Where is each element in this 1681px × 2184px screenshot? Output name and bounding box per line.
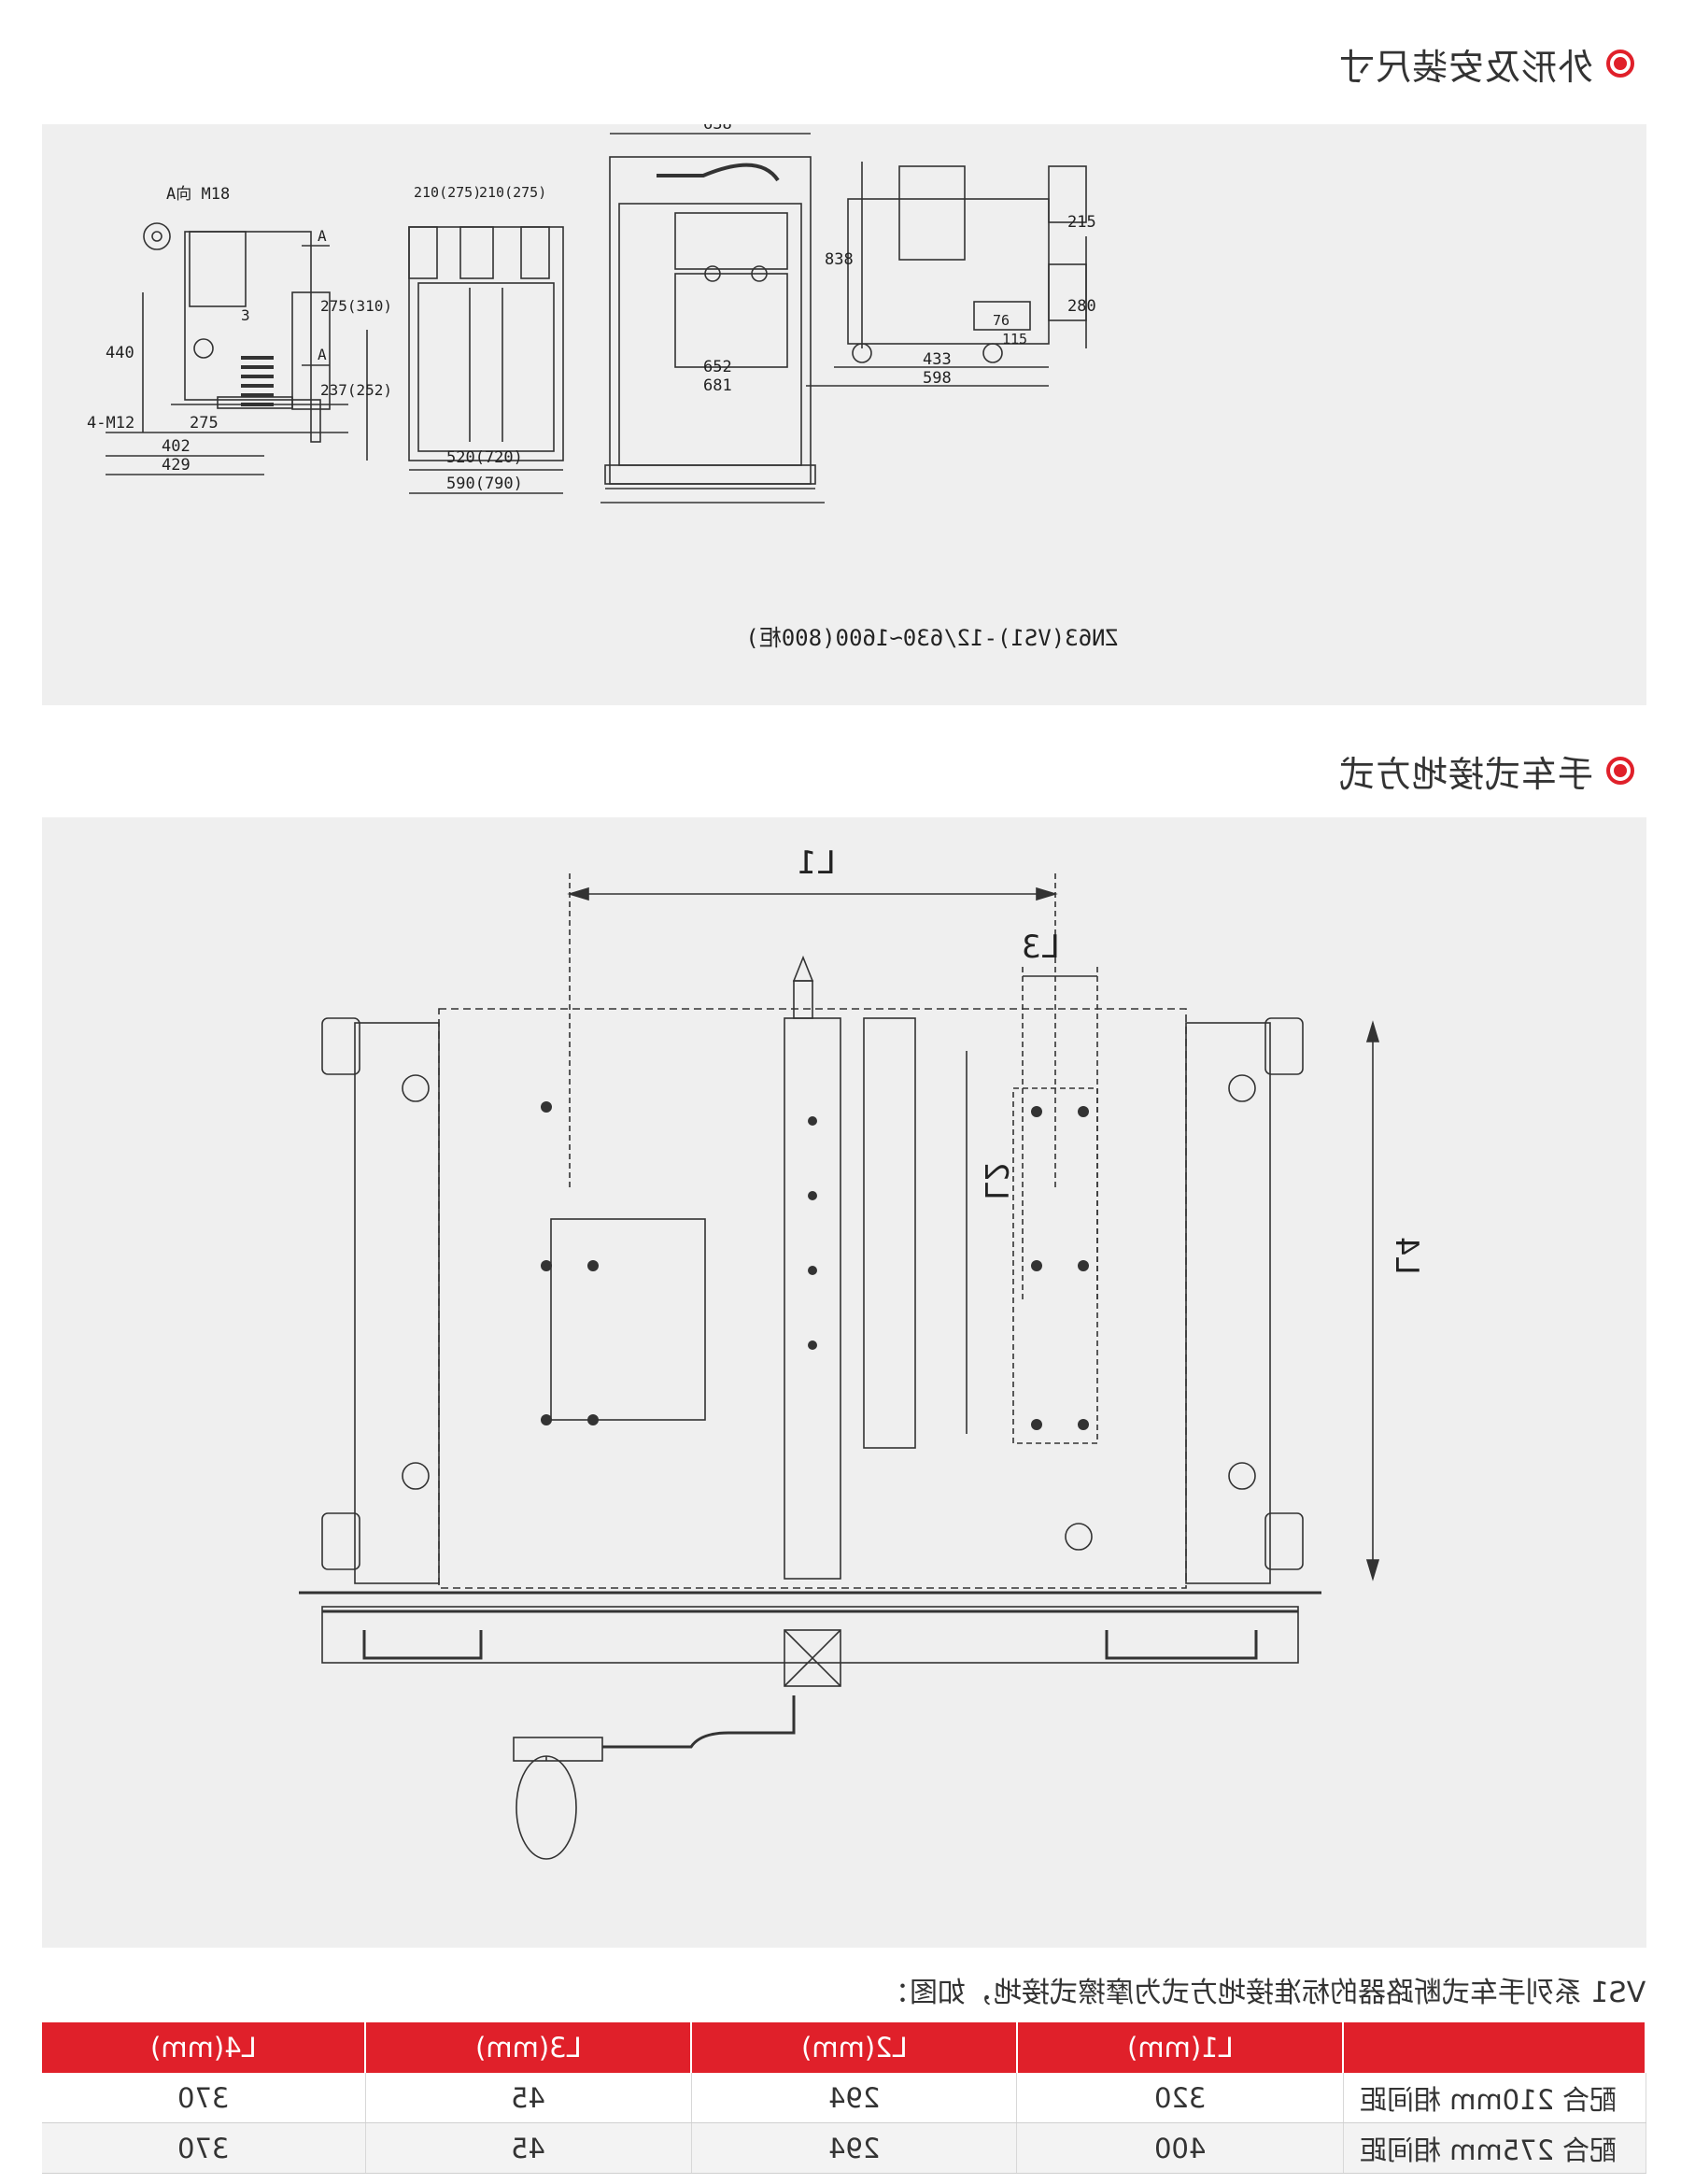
cell-l1: 320 <box>1016 2073 1344 2123</box>
cell-l2: 294 <box>691 2122 1018 2174</box>
view-side: A向 M18 440 275 402 429 4-M12 275(310) 23… <box>87 185 392 475</box>
section-header-dimensions: 外形及安装尺寸 <box>1338 35 1647 92</box>
cell-l3: 45 <box>365 2122 692 2174</box>
view-front: 210(275) 210(275) 520(720) 590(790) <box>408 184 564 494</box>
header-l3: L3(mm) <box>365 2022 692 2073</box>
header-l1: L1(mm) <box>1016 2022 1345 2073</box>
grounding-drawing: L1 L3 L2 L4 <box>299 844 1425 1860</box>
section-title: 外形及安装尺寸 <box>1337 46 1593 88</box>
header-l4: L4(mm) <box>42 2022 367 2073</box>
label-215: 215 <box>1067 213 1096 232</box>
section-title: 手车式接地方式 <box>1337 753 1593 795</box>
table-row: 370 45 294 320 配合 210mm 相间距 <box>42 2073 1646 2123</box>
label-L2: L2 <box>977 1162 1014 1200</box>
header-l2: L2(mm) <box>691 2022 1018 2073</box>
view-arrows: A A <box>302 227 330 366</box>
label-638: 638 <box>703 124 732 134</box>
label-L1: L1 <box>798 844 836 882</box>
label-210-275-a: 210(275) <box>479 184 546 201</box>
bullet-ring-icon <box>1606 50 1634 78</box>
spec-table: L4(mm) L3(mm) L2(mm) L1(mm) 370 45 294 3… <box>42 2022 1646 2174</box>
label-838: 838 <box>825 250 854 269</box>
grounding-drawing-panel: L1 L3 L2 L4 <box>42 817 1646 1948</box>
dimension-drawing: ZN63(VS1)-12/630~1600(800柜) A向 M18 440 <box>87 115 1119 651</box>
note-text-content: VS1 系列手车式断路器的标准接地方式为摩擦式接地，如图： <box>881 1977 1646 2009</box>
label-429: 429 <box>162 456 191 475</box>
table-row: 370 45 294 400 配合 275mm 相间距 <box>42 2122 1646 2174</box>
header-label <box>1343 2022 1646 2073</box>
label-115: 115 <box>1002 331 1027 347</box>
arrow-a-top: A <box>318 227 327 245</box>
label-a-m18: A向 M18 <box>166 185 230 204</box>
label-433: 433 <box>923 350 952 369</box>
label-275-310: 275(310) <box>320 297 392 315</box>
cell-l4: 370 <box>42 2122 366 2174</box>
label-275: 275 <box>190 414 219 433</box>
label-4m12: 4-M12 <box>87 414 134 433</box>
cell-l2: 294 <box>691 2073 1018 2123</box>
arrow-a-bottom: A <box>318 346 327 363</box>
table-header-row: L4(mm) L3(mm) L2(mm) L1(mm) <box>42 2022 1646 2073</box>
cell-l4: 370 <box>42 2073 366 2123</box>
label-210-275-b: 210(275) <box>414 184 481 201</box>
label-681: 681 <box>703 376 732 395</box>
row-label: 配合 210mm 相间距 <box>1343 2073 1646 2123</box>
label-L3: L3 <box>1022 929 1060 966</box>
label-598: 598 <box>923 369 952 388</box>
drawing-caption: ZN63(VS1)-12/630~1600(800柜) <box>745 625 1119 651</box>
note-text: VS1 系列手车式断路器的标准接地方式为摩擦式接地，如图： <box>882 1969 1646 2010</box>
dimension-drawing-panel: ZN63(VS1)-12/630~1600(800柜) A向 M18 440 <box>42 115 1646 705</box>
label-num-3: 3 <box>241 306 250 324</box>
label-520-720: 520(720) <box>446 448 523 467</box>
label-652: 652 <box>703 358 732 376</box>
label-L4: L4 <box>1388 1237 1425 1275</box>
label-237-252: 237(252) <box>320 381 392 399</box>
label-590-790: 590(790) <box>446 475 523 493</box>
row-label: 配合 275mm 相间距 <box>1343 2122 1646 2174</box>
section-header-grounding: 手车式接地方式 <box>1338 743 1647 799</box>
label-440: 440 <box>106 344 134 362</box>
cell-l1: 400 <box>1016 2122 1344 2174</box>
bullet-ring-icon <box>1606 757 1634 785</box>
label-402: 402 <box>162 437 191 456</box>
label-76: 76 <box>993 312 1010 329</box>
cell-l3: 45 <box>365 2073 692 2123</box>
view-frame: 638 652 681 <box>600 115 825 503</box>
label-280: 280 <box>1067 297 1096 316</box>
view-side-poles: 838 433 598 215 280 115 76 <box>806 162 1096 388</box>
